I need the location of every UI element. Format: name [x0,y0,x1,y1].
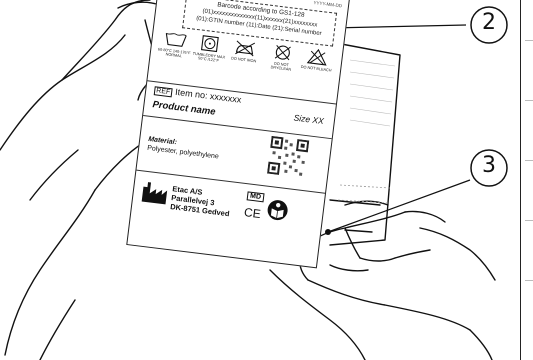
product-size: Size XX [293,112,324,126]
material-value: Polyester, polyethylene [147,144,219,160]
md-symbol: MD [247,191,265,202]
no-bleach-icon [306,48,330,67]
care-symbol: DO NOT IRON [227,38,263,64]
tumble-dry-icon [199,34,223,53]
instructions-for-use-icon [265,198,290,223]
care-symbol-text: DO NOT DRYCLEAN [270,62,291,72]
care-symbol: 60-80°C 140-176°F NORMAL [156,29,193,60]
callout-number: 3 [466,153,512,178]
product-name: Product name [152,99,216,118]
care-symbol-text: 60-80°C 140-176°F NORMAL [158,47,191,58]
manufacturer-icon [141,181,169,206]
care-symbol-text: TUMBLEDRY MAX 50°C /122°F [193,52,226,64]
callout-leader-2 [330,25,466,28]
product-label: YYYY-MM-DD Barcode according to GS1-128 … [126,0,350,268]
callout-number: 2 [466,10,512,35]
callout-leader-3 [328,180,470,232]
ce-mark: CE [243,205,261,221]
no-iron-icon [233,39,257,58]
care-symbol: TUMBLEDRY MAX 50°C /122°F [191,34,228,65]
manufacturer-address: Etac A/S Parallelvej 3 DK-8751 Gedved [170,184,232,218]
care-symbol-text: DO NOT IRON [231,56,257,63]
care-symbol: DO NOT BLEACH [299,47,335,73]
material-block: Material: Polyester, polyethylene [147,136,221,162]
wash-icon [164,30,188,49]
no-dryclean-icon [271,43,295,62]
qr-code-icon [267,136,309,178]
ref-symbol: REF [154,86,173,97]
date-code: YYYY-MM-DD [313,0,342,8]
care-symbol: DO NOT DRYCLEAN [264,43,301,74]
